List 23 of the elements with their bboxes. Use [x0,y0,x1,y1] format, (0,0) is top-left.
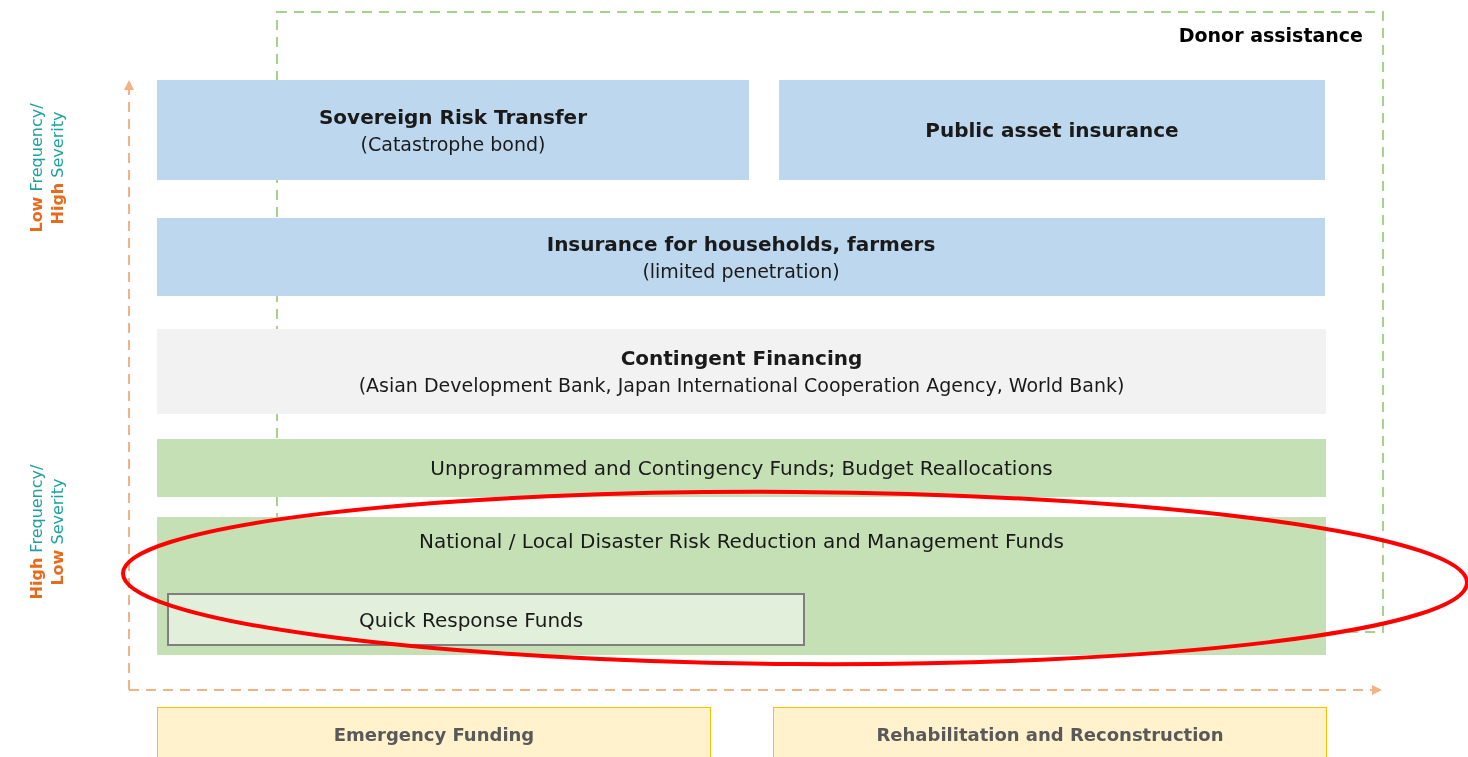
column-heading: Rehabilitation and Reconstruction [876,722,1224,747]
box-subtitle: (Catastrophe bond) [360,131,546,157]
column-heading: Emergency Funding [333,722,535,747]
box-title: Insurance for households, farmers [546,230,936,258]
phase-box [157,707,711,757]
fund-box [157,80,749,180]
box-subtitle: (Asian Development Bank, Japan International Cooperation Agency, World Bank) [358,373,1125,399]
fund-box [779,80,1325,180]
fund-box [157,439,1326,497]
box-title: Quick Response Funds [359,606,584,634]
phase-box [773,707,1327,757]
fund-box [157,218,1325,296]
fund-box [157,517,1326,655]
box-title: Sovereign Risk Transfer [318,103,587,131]
region-label: Donor assistance [277,12,1383,46]
box-subtitle: (limited penetration) [642,258,840,284]
fund-box [157,329,1326,414]
box-title: Contingent Financing [620,345,863,373]
box-title: National / Local Disaster Risk Reduction and Management Funds [419,528,1064,555]
axis-label: High Frequency/ Low Severity [27,463,68,602]
box-title: Unprogrammed and Contingency Funds; Budget Reallocations [430,455,1053,482]
box-title: Public asset insurance [925,117,1179,144]
fund-box [167,593,805,646]
